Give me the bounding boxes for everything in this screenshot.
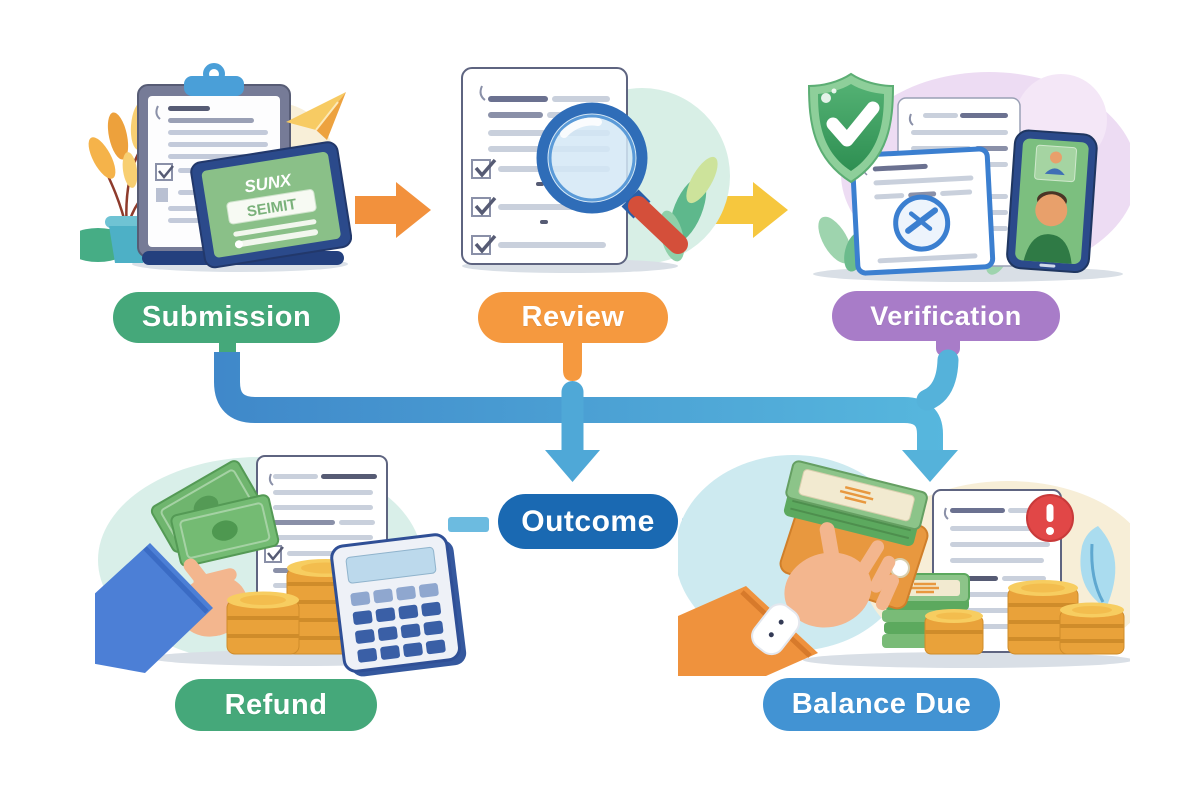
coin-stacks-icon	[924, 580, 1125, 655]
tablet-icon: SUNX SEIMIT	[190, 141, 352, 269]
node-outcome: Outcome	[498, 494, 678, 549]
sleeve	[95, 543, 213, 673]
sleeve	[678, 586, 818, 676]
node-submission-label: Submission	[141, 301, 312, 333]
submission-illustration: SUNX SEIMIT	[80, 63, 352, 272]
magnifier-icon	[536, 102, 688, 254]
phone-id-icon	[1006, 129, 1098, 274]
review-illustration	[461, 67, 730, 273]
shield-check-icon	[807, 72, 895, 184]
shadow	[803, 652, 1130, 668]
paper-plane-icon	[286, 92, 346, 140]
banknotes-icon	[150, 460, 280, 567]
node-outcome-label: Outcome	[521, 504, 655, 538]
node-verification: Verification	[832, 291, 1060, 341]
calculator-icon	[330, 533, 467, 677]
node-balance-due-label: Balance Due	[791, 688, 972, 720]
review-stem	[563, 338, 582, 381]
hand-icon	[95, 543, 248, 673]
down-arrow-middle-icon	[545, 450, 600, 482]
node-refund-label: Refund	[224, 688, 328, 721]
node-verification-label: Verification	[870, 300, 1022, 331]
node-review: Review	[478, 292, 668, 343]
node-balance-due: Balance Due	[763, 678, 1000, 731]
node-submission: Submission	[113, 292, 340, 343]
hand-icon	[678, 522, 900, 676]
outcome-dash-left	[448, 517, 489, 532]
blue-leaf-icon	[1080, 526, 1116, 608]
verification-curve	[916, 349, 959, 411]
refund-illustration	[95, 455, 467, 677]
flow-arrow-1-icon	[355, 182, 431, 238]
flow-arrow-2-icon	[712, 182, 788, 238]
stamped-document-icon	[849, 146, 996, 276]
verification-illustration	[807, 72, 1130, 282]
exclamation-badge-icon	[1026, 494, 1074, 542]
balance-due-illustration	[678, 455, 1130, 676]
down-arrow-right-icon	[902, 450, 958, 482]
node-review-label: Review	[521, 301, 625, 333]
node-refund: Refund	[175, 679, 377, 731]
